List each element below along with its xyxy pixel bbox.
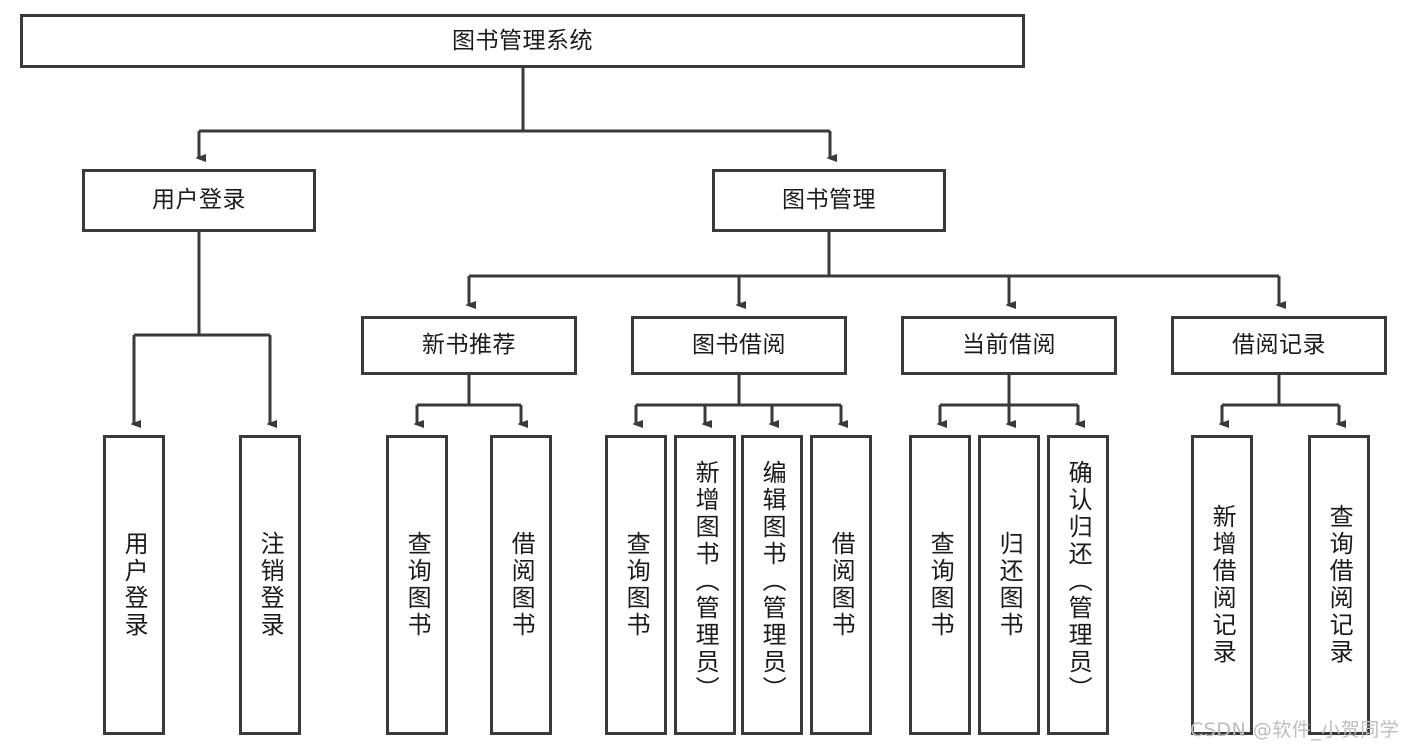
node-leaf-query-book-recommend[interactable]: 查询图书 xyxy=(386,435,448,735)
node-label: 归还图书 xyxy=(995,531,1024,639)
csdn-watermark: CSDN @软件_小贺同学 xyxy=(1190,719,1400,741)
node-user-login[interactable]: 用户登录 xyxy=(82,169,316,232)
node-label: 新书推荐 xyxy=(422,332,516,359)
node-leaf-add-borrow-record[interactable]: 新增借阅记录 xyxy=(1191,435,1253,735)
node-label: 编辑图书（管理员） xyxy=(758,460,787,703)
node-leaf-logout-login[interactable]: 注销登录 xyxy=(239,435,301,735)
node-label: 确认归还（管理员） xyxy=(1064,460,1093,703)
node-label: 新增图书（管理员） xyxy=(691,460,720,703)
node-label: 查询图书 xyxy=(926,531,955,639)
node-leaf-confirm-return-admin[interactable]: 确认归还（管理员） xyxy=(1047,435,1109,735)
node-label: 用户登录 xyxy=(152,187,246,214)
node-label: 当前借阅 xyxy=(962,332,1056,359)
node-book-borrow[interactable]: 图书借阅 xyxy=(631,316,847,375)
node-leaf-borrow-book[interactable]: 借阅图书 xyxy=(810,435,872,735)
node-label: 图书借阅 xyxy=(692,332,786,359)
node-leaf-user-login[interactable]: 用户登录 xyxy=(103,435,165,735)
node-label: 图书管理 xyxy=(782,187,876,214)
node-root-book-management-system[interactable]: 图书管理系统 xyxy=(20,14,1025,68)
node-label: 图书管理系统 xyxy=(452,27,593,54)
node-leaf-query-book-borrow[interactable]: 查询图书 xyxy=(605,435,667,735)
node-label: 查询图书 xyxy=(622,531,651,639)
node-leaf-query-borrow-record[interactable]: 查询借阅记录 xyxy=(1308,435,1370,735)
node-leaf-add-book-admin[interactable]: 新增图书（管理员） xyxy=(674,435,736,735)
node-label: 查询图书 xyxy=(403,531,432,639)
node-label: 查询借阅记录 xyxy=(1325,504,1354,666)
node-borrow-record[interactable]: 借阅记录 xyxy=(1171,316,1387,375)
node-current-borrow[interactable]: 当前借阅 xyxy=(901,316,1117,375)
node-leaf-borrow-book-recommend[interactable]: 借阅图书 xyxy=(490,435,552,735)
node-label: 注销登录 xyxy=(256,531,285,639)
node-label: 借阅图书 xyxy=(827,531,856,639)
node-label: 新增借阅记录 xyxy=(1208,504,1237,666)
node-label: 借阅记录 xyxy=(1232,332,1326,359)
node-new-book-recommend[interactable]: 新书推荐 xyxy=(361,316,577,375)
node-book-management[interactable]: 图书管理 xyxy=(712,169,946,232)
node-label: 用户登录 xyxy=(120,531,149,639)
node-leaf-edit-book-admin[interactable]: 编辑图书（管理员） xyxy=(741,435,803,735)
node-label: 借阅图书 xyxy=(507,531,536,639)
node-leaf-query-book-current[interactable]: 查询图书 xyxy=(909,435,971,735)
node-leaf-return-book[interactable]: 归还图书 xyxy=(978,435,1040,735)
